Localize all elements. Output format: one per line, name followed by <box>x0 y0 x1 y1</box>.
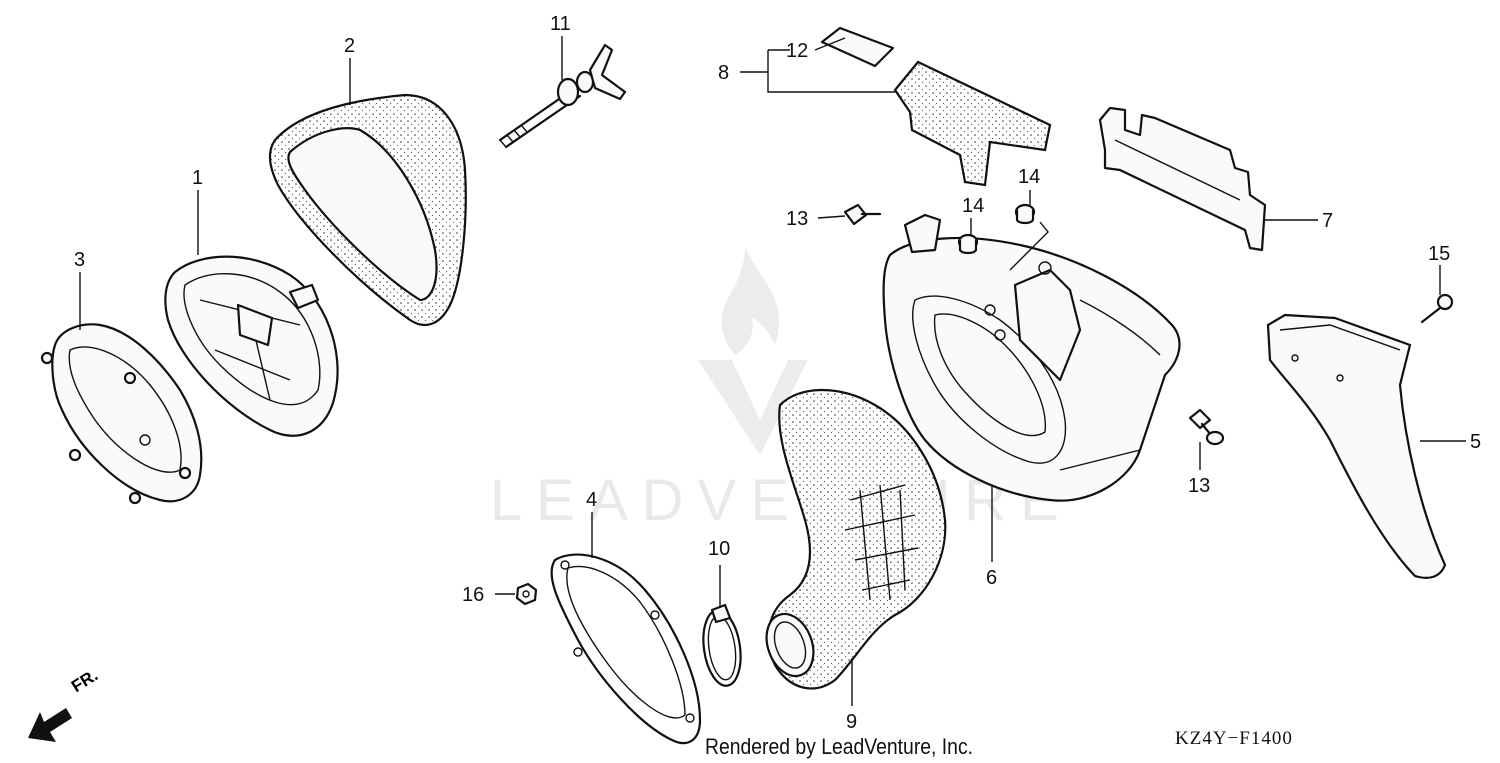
callout-14a: 14 <box>962 195 984 217</box>
part-4-gasket <box>550 553 702 745</box>
watermark-flame-icon <box>721 248 780 355</box>
callout-10: 10 <box>708 538 730 560</box>
watermark-v-icon <box>698 360 808 455</box>
callout-7: 7 <box>1322 210 1333 232</box>
diagram-code: KZ4Y−F1400 <box>1175 728 1293 749</box>
callout-8: 8 <box>718 62 729 84</box>
part-10-clamp <box>702 603 742 687</box>
callout-3: 3 <box>74 249 85 271</box>
callout-numbers: 1 2 3 4 5 6 7 8 9 10 11 12 13 13 14 14 1… <box>74 13 1481 733</box>
callout-6: 6 <box>986 567 997 589</box>
callout-5: 5 <box>1470 431 1481 453</box>
part-13-bolt-b <box>1188 408 1225 446</box>
callout-11: 11 <box>550 13 571 35</box>
callout-15: 15 <box>1428 243 1450 265</box>
callout-16: 16 <box>462 584 484 606</box>
part-5-cover <box>1266 313 1447 579</box>
front-arrow-icon <box>28 708 72 742</box>
leader-lines <box>79 36 1466 706</box>
part-13-bolt-a <box>843 203 882 226</box>
part-8-seal <box>893 60 1052 187</box>
credit-text: Rendered by LeadVenture, Inc. <box>705 734 974 759</box>
part-15-screw <box>1420 293 1454 324</box>
callout-14b: 14 <box>1018 166 1040 188</box>
callout-13a: 13 <box>786 208 808 230</box>
callout-4: 4 <box>586 489 597 511</box>
part-7-plate <box>1098 106 1267 252</box>
callout-2: 2 <box>344 35 355 57</box>
watermark-text: LEADVENTURE <box>490 468 1073 533</box>
part-1-filter-cage <box>164 255 339 437</box>
callout-1: 1 <box>192 167 203 189</box>
part-14-grommet-b <box>1014 203 1036 225</box>
part-6-air-box <box>882 213 1181 502</box>
part-2-foam-filter <box>269 93 467 327</box>
callout-9: 9 <box>846 711 857 733</box>
part-9-intake-duct <box>765 389 947 690</box>
part-3-backplate <box>40 323 203 505</box>
part-11-wing-bolt <box>498 43 627 149</box>
callout-12: 12 <box>786 40 808 62</box>
watermark: LEADVENTURE <box>490 248 1073 533</box>
part-14-grommet-a <box>957 233 979 255</box>
part-16-nut <box>515 582 538 606</box>
part-12-label <box>820 26 895 68</box>
callout-13b: 13 <box>1188 475 1210 497</box>
